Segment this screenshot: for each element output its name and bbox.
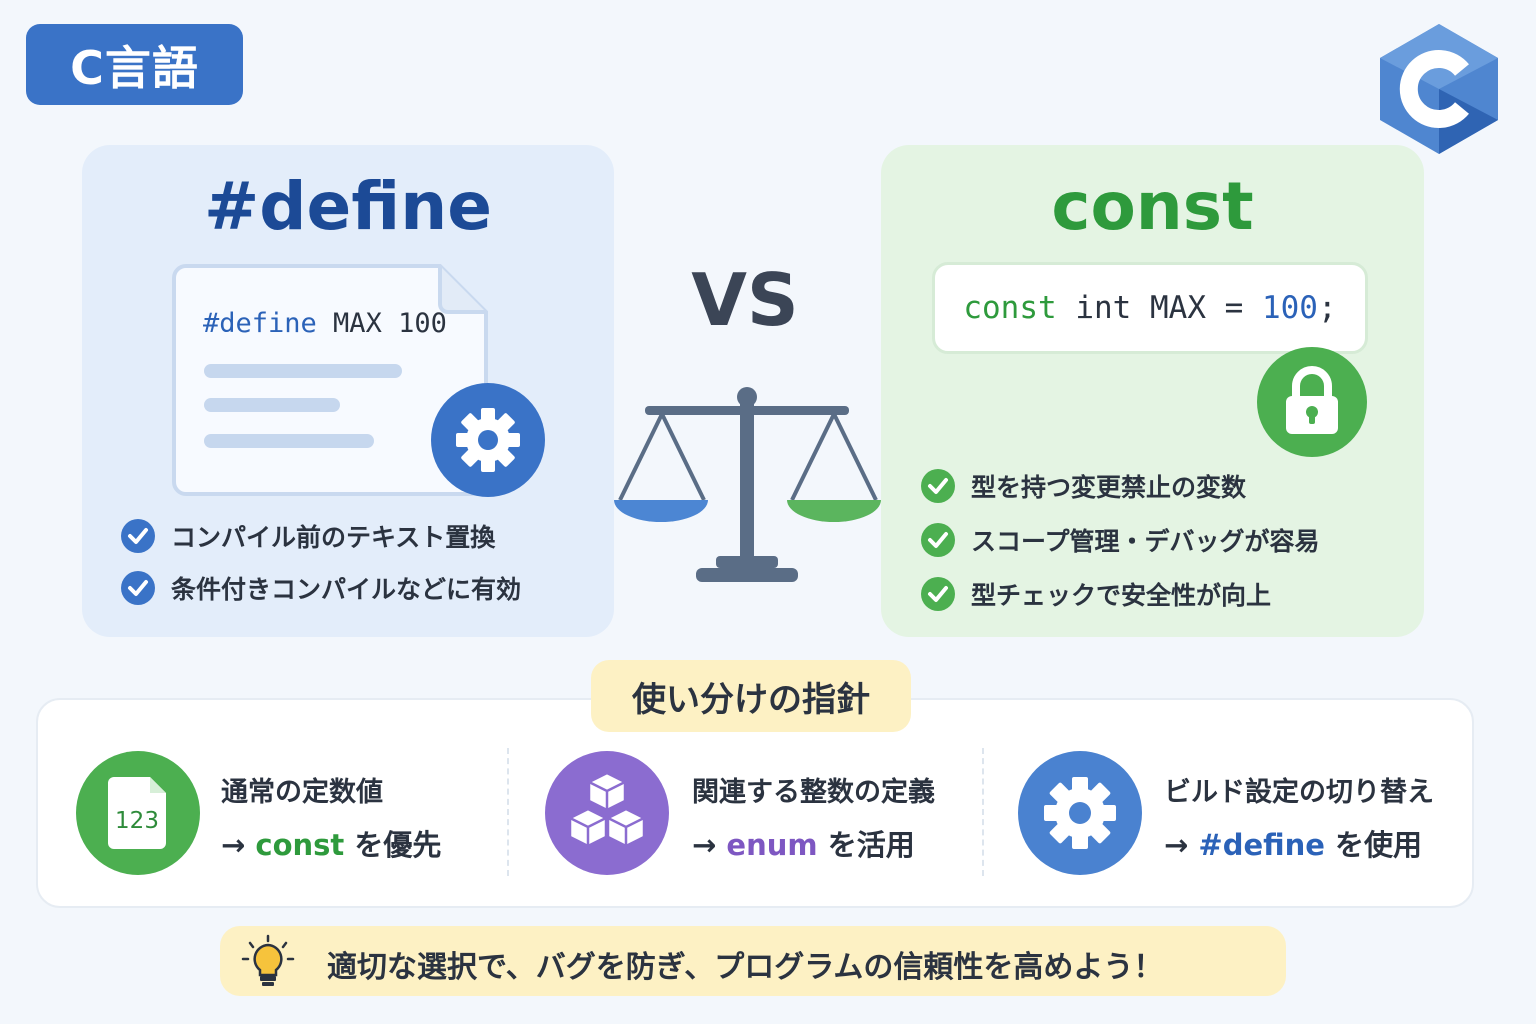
guide-title: 使い分けの指針 [591,660,911,732]
define-feature: コンパイル前のテキスト置換 [121,518,495,554]
guide-card [36,698,1474,908]
guide-item-recommendation: → enum を活用 [692,822,915,864]
number-file-icon: 123 [76,751,200,875]
const-code-end: ; [1317,290,1337,326]
const-feature-label: 型を持つ変更禁止の変数 [971,473,1247,502]
guide-keyword: #define [1198,828,1325,862]
language-badge-label: C言語 [70,40,199,95]
balance-scale-icon [614,387,881,582]
const-feature: スコープ管理・デバッグが容易 [921,522,1320,558]
guide-suffix: を活用 [817,828,915,862]
define-feature: 条件付きコンパイルなどに有効 [121,570,521,606]
guide-keyword: const [255,828,345,862]
guide-item-title: ビルド設定の切り替え [1164,777,1434,808]
define-title: #define [204,168,492,245]
const-code-keyword: const [963,290,1057,326]
const-code-number: 100 [1261,290,1318,326]
check-icon [921,577,955,611]
guide-item-recommendation: → const を優先 [221,822,441,864]
number-file-label: 123 [115,808,159,834]
define-feature-label: コンパイル前のテキスト置換 [171,523,496,552]
guide-suffix: を優先 [344,828,442,862]
arrow-label: → [1164,828,1199,862]
check-icon [921,523,955,557]
gear-icon [431,383,545,497]
define-code-keyword: #define [203,308,317,339]
define-feature-label: 条件付きコンパイルなどに有効 [171,575,522,604]
guide-divider [982,748,984,876]
check-icon [921,469,955,503]
guide-divider [507,748,509,876]
lock-icon [1257,347,1367,457]
const-code-mid: int MAX = [1056,290,1262,326]
document-icon [172,264,488,496]
cubes-icon [545,751,669,875]
check-icon [121,519,155,553]
guide-keyword: enum [726,828,818,862]
const-title: const [1051,168,1254,245]
guide-item-title: 通常の定数値 [221,777,383,808]
define-code-sample: #define MAX 100 [203,308,447,339]
guide-item-title: 関連する整数の定義 [692,777,935,808]
const-feature: 型を持つ変更禁止の変数 [921,468,1246,504]
const-feature-label: スコープ管理・デバッグが容易 [971,527,1320,556]
gear-icon [1018,751,1142,875]
c-logo-icon [1380,24,1498,154]
arrow-label: → [692,828,727,862]
check-icon [121,571,155,605]
guide-item-recommendation: → #define を使用 [1164,822,1422,864]
define-code-rest: MAX 100 [316,308,447,339]
tip-text: 適切な選択で、バグを防ぎ、プログラムの信頼性を高めよう！ [327,950,1164,985]
guide-suffix: を使用 [1324,828,1423,862]
const-code-sample: const int MAX = 100; [932,262,1368,354]
arrow-label: → [221,828,256,862]
const-feature: 型チェックで安全性が向上 [921,576,1271,612]
guide-title-label: 使い分けの指針 [632,679,870,720]
tip-banner [220,926,1286,996]
language-badge: C言語 [26,24,243,105]
lightbulb-icon [241,934,295,986]
const-feature-label: 型チェックで安全性が向上 [971,581,1272,610]
vs-label: VS [691,258,799,342]
